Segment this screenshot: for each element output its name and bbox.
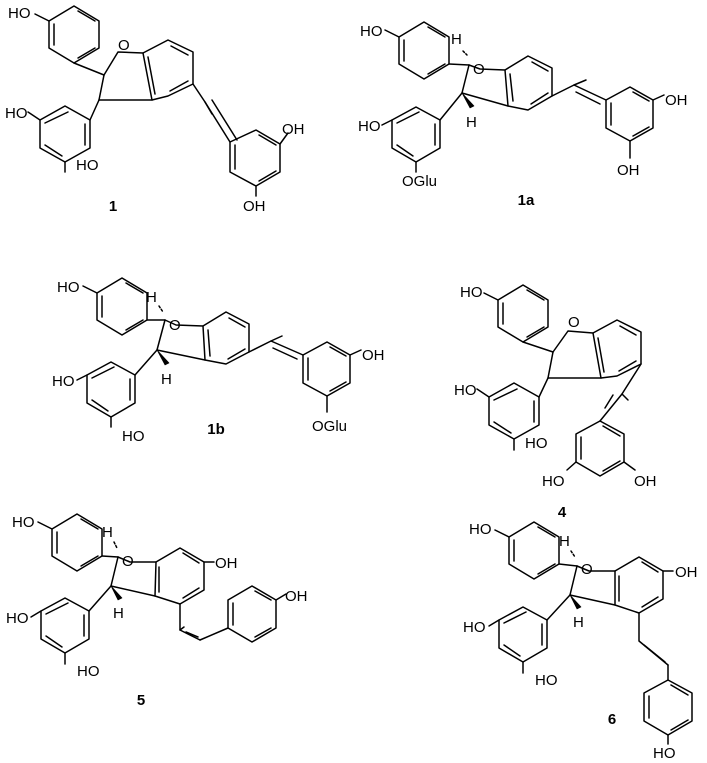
compound-5-phenol-oh: HO [12, 514, 35, 531]
compound-1-phenol-oh: HO [8, 5, 31, 22]
compound-1b-ring-oxygen: O [169, 317, 181, 334]
compound-4-right-oh-right: OH [634, 473, 657, 490]
compound-1a-h3: H [466, 114, 477, 131]
compound-1b-structure: HO H O H OH OGlu HO HO 1b [52, 277, 385, 445]
compound-4-phenol-oh: HO [460, 284, 483, 301]
compound-1a-wedge-bond [461, 92, 475, 109]
compound-1b-id: 1b [207, 421, 225, 438]
compound-1-right-oh-bottom: OH [243, 198, 266, 215]
compound-1a-structure: HO H O H OH OH HO OGlu 1a [358, 21, 688, 209]
compound-1-left-oh-top: HO [5, 105, 28, 122]
compound-1a-phenol-oh: HO [360, 23, 383, 40]
compound-1a-right-oh-top: OH [665, 92, 688, 109]
compound-1a-left-oh: HO [358, 118, 381, 135]
compound-6-left-oh-bottom: HO [535, 672, 558, 689]
compound-5-left-oh-bottom: HO [77, 663, 100, 680]
compound-5-ring-oxygen: O [122, 553, 134, 570]
compound-6-wedge-bond [569, 594, 582, 610]
compound-1b-left-oh-top: HO [52, 373, 75, 390]
compound-4-structure: HO O HO OH HO HO 4 [454, 284, 657, 521]
compound-1a-oglu: OGlu [402, 173, 437, 190]
compound-1-left-oh-bottom: HO [76, 157, 99, 174]
compound-1b-right-oh: OH [362, 347, 385, 364]
compound-1a-ring-oxygen: O [473, 61, 485, 78]
compound-5-styryl-oh: OH [285, 588, 308, 605]
compound-5-core-oh: OH [215, 555, 238, 572]
compound-6-h2: H [559, 533, 570, 550]
compound-5-h2: H [102, 524, 113, 541]
compound-5-structure: HO H O H OH OH HO HO 5 [6, 513, 308, 709]
compound-1-right-oh-top: OH [282, 121, 305, 138]
compound-5-wedge-bond [110, 585, 123, 601]
compound-1b-wedge-bond [156, 349, 170, 366]
compound-4-left-oh-top: HO [454, 382, 477, 399]
compound-1a-h2: H [451, 31, 462, 48]
compound-1-structure: HO O OH OH HO HO 1 [5, 5, 305, 215]
compound-1-id: 1 [109, 198, 117, 215]
compound-5-left-oh-top: HO [6, 610, 29, 627]
compound-1-ring-oxygen: O [118, 37, 130, 54]
compound-1a-right-oh-bottom: OH [617, 162, 640, 179]
compound-6-core-oh: OH [675, 564, 698, 581]
compound-6-phenol-oh: HO [469, 521, 492, 538]
compound-1a-id: 1a [518, 192, 535, 209]
compound-1b-phenol-oh: HO [57, 279, 80, 296]
compound-4-ring-oxygen: O [568, 314, 580, 331]
compound-4-id: 4 [558, 504, 567, 521]
compound-6-styryl-oh: HO [653, 745, 676, 762]
compound-6-h3: H [573, 614, 584, 631]
compound-1b-h3: H [161, 371, 172, 388]
compound-6-left-oh-top: HO [463, 619, 486, 636]
compound-1b-left-oh-bottom: HO [122, 428, 145, 445]
compound-1b-h2: H [146, 289, 157, 306]
compound-5-id: 5 [137, 692, 145, 709]
compound-5-h3: H [113, 605, 124, 622]
compound-6-id: 6 [608, 711, 616, 728]
compound-4-right-oh-left: HO [542, 473, 565, 490]
compound-1b-oglu: OGlu [312, 418, 347, 435]
compound-6-ring-oxygen: O [581, 561, 593, 578]
compound-6-structure: HO H O H OH HO HO HO 6 [463, 521, 698, 762]
compound-4-left-oh-bottom: HO [525, 435, 548, 452]
